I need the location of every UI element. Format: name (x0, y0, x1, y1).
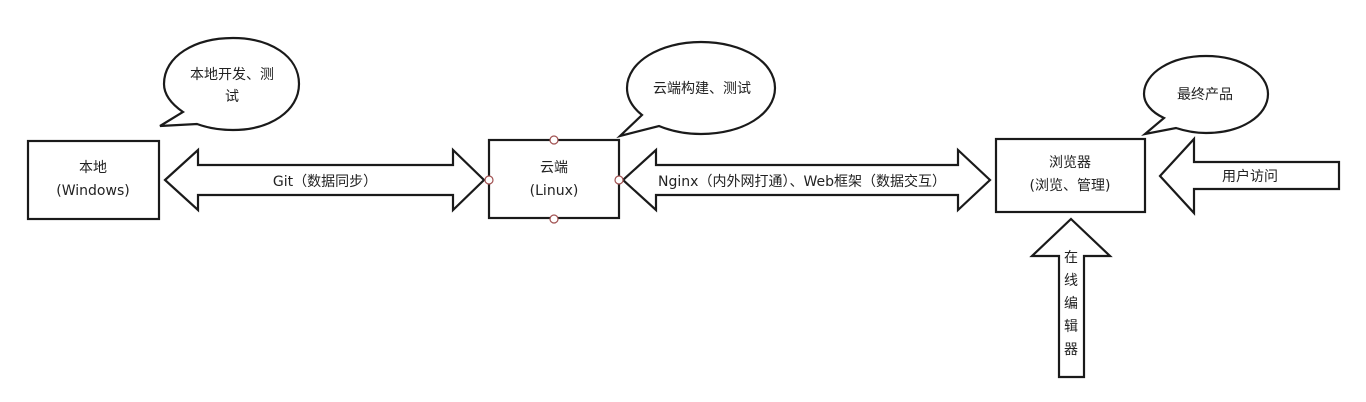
arrow-user-access[interactable]: 用户访问 (1158, 136, 1341, 216)
bubble-local-dev: 本地开发、测 试 (159, 36, 301, 132)
handle-bottom[interactable] (549, 214, 559, 224)
cloud-connection-handles[interactable] (484, 135, 624, 224)
bubble-local-dev-line2: 试 (225, 89, 239, 105)
arrow-online-editor[interactable]: 在 线 编 辑 器 (1029, 217, 1113, 379)
arrow-user-access-label: 用户访问 (1222, 168, 1278, 185)
node-browser[interactable]: 浏览器 (浏览、管理) (994, 137, 1147, 214)
node-browser-title: 浏览器 (1049, 155, 1091, 171)
node-cloud[interactable]: 云端 (Linux) (487, 138, 621, 220)
node-local-title: 本地 (79, 160, 107, 176)
node-local[interactable]: 本地 (Windows) (26, 139, 161, 221)
handle-right[interactable] (614, 175, 624, 185)
arrow-online-editor-char-2: 线 (1064, 273, 1078, 289)
node-cloud-subtitle: (Linux) (530, 183, 579, 199)
arrow-git-sync[interactable]: Git（数据同步） (163, 147, 486, 213)
arrow-git-sync-label: Git（数据同步） (273, 174, 377, 190)
bubble-local-dev-line1: 本地开发、测 (190, 67, 274, 83)
arrow-online-editor-char-1: 在 (1064, 250, 1078, 266)
bubble-final-product: 最终产品 (1141, 54, 1270, 136)
bubble-cloud-build-label: 云端构建、测试 (653, 81, 751, 97)
arrow-online-editor-char-3: 编 (1064, 296, 1078, 312)
bubble-cloud-build: 云端构建、测试 (616, 40, 777, 139)
arrow-nginx-web-label: Nginx（内外网打通）、Web框架（数据交互） (658, 173, 946, 190)
node-local-subtitle: (Windows) (56, 183, 129, 199)
arrow-nginx-web[interactable]: Nginx（内外网打通）、Web框架（数据交互） (621, 147, 992, 213)
handle-top[interactable] (549, 135, 559, 145)
bubble-final-product-label: 最终产品 (1177, 87, 1233, 103)
node-cloud-title: 云端 (540, 160, 568, 176)
node-browser-subtitle: (浏览、管理) (1030, 178, 1111, 194)
handle-left[interactable] (484, 175, 494, 185)
arrow-online-editor-char-4: 辑 (1064, 319, 1078, 335)
arrow-online-editor-char-5: 器 (1064, 342, 1078, 358)
